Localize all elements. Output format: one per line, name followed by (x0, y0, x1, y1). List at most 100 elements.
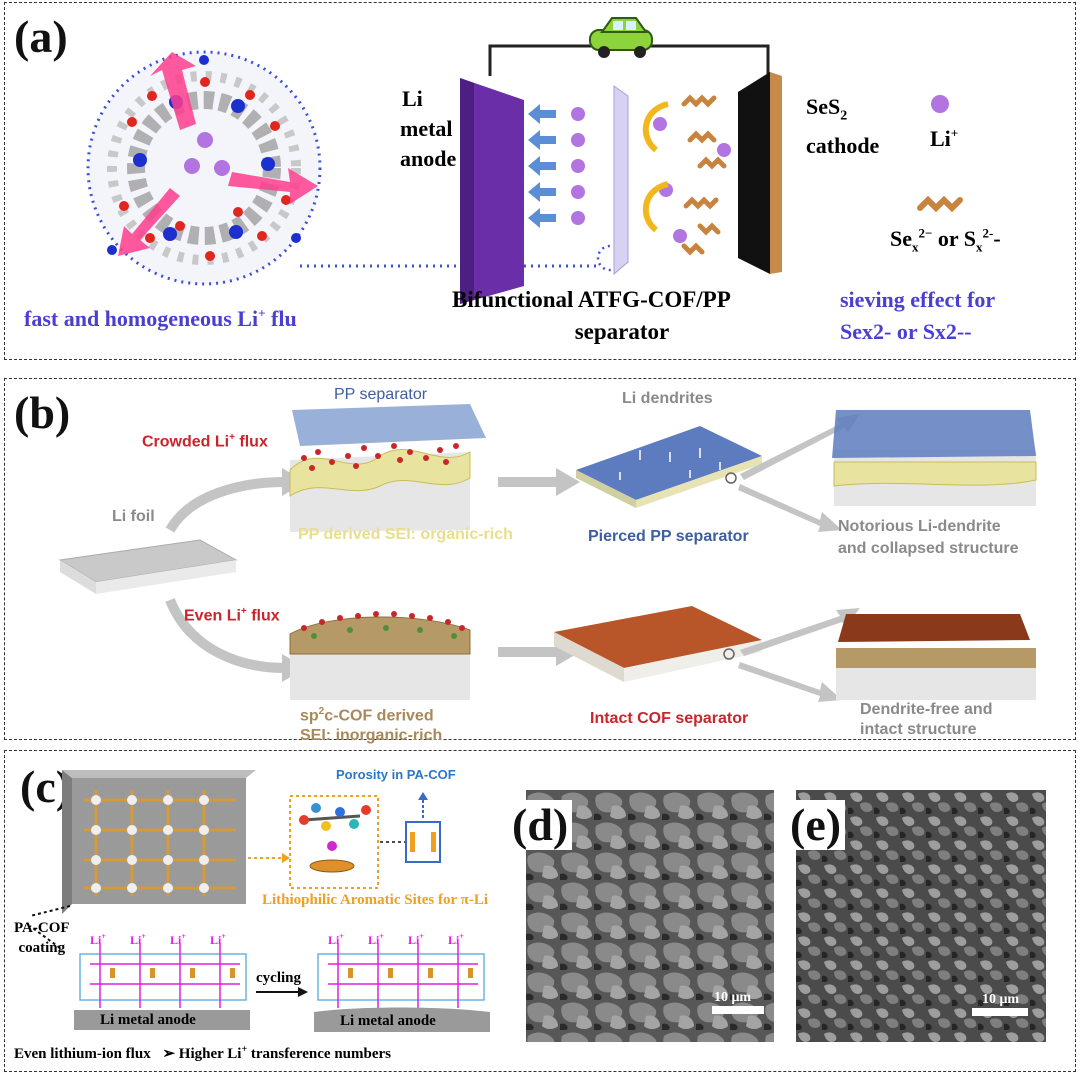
pierced-pp-label: Pierced PP separator (588, 528, 749, 545)
coating-line1: PA-COF (14, 920, 70, 936)
separator-caption: Bifunctional ATFG-COF/PP separator (452, 284, 792, 348)
legend-poly-sub2: x (976, 239, 983, 255)
panel-a-label: (a) (14, 11, 68, 62)
bottom-caption-left: Even lithium-ion flux (14, 1046, 151, 1062)
scale-bar-e-label: 10 μm (982, 992, 1020, 1007)
legend-poly-label: Sex2− or Sx2-- (890, 226, 1001, 255)
li-ion-sup: + (419, 932, 424, 941)
crowded-flux-label: Crowded Li+ flux (142, 432, 268, 452)
cof-sei-block (290, 650, 470, 700)
anode-label-line3: anode (400, 146, 457, 171)
even-flux-tail: flux (246, 607, 280, 625)
sieving-line2: Sex2- or Sx2-- (840, 319, 972, 344)
pp-separator-sheet (292, 404, 486, 446)
legend-li-text: Li (930, 126, 951, 151)
pp-separator-label: PP separator (334, 386, 428, 403)
notorious-label: Notorious Li-dendrite and collapsed stru… (838, 516, 1019, 560)
li-ion-text: Li (328, 933, 340, 947)
notorious-line1: Notorious Li-dendrite (838, 518, 1001, 535)
even-flux-sup: + (240, 606, 247, 617)
flux-schematic-left (74, 944, 250, 1030)
cof-atoms-red (119, 77, 291, 261)
dendrite-marks (619, 448, 721, 480)
cathode-label-sub: 2 (840, 108, 848, 124)
cycling-label: cycling (256, 970, 301, 986)
panel-b-label: (b) (14, 387, 71, 438)
coating-line2: coating (18, 940, 66, 956)
coating-label: PA-COF coating (14, 918, 70, 958)
pierced-pp-plate (576, 426, 762, 500)
li-anode-right (314, 1007, 490, 1032)
cof-sei-text-a: sp (300, 707, 319, 725)
flux-caption-sup: + (258, 305, 266, 321)
anode-label: Li metal anode (400, 84, 456, 174)
li-ion-label-1: Li+ (90, 932, 106, 948)
li-ion-text: Li (130, 933, 142, 947)
li-anode-left (74, 1010, 250, 1030)
li-ion-sup: + (181, 932, 186, 941)
legend-poly-or: or S (932, 226, 977, 251)
cof-grid-nodes (91, 795, 209, 893)
anode-label-line2: metal (400, 116, 453, 141)
cof-sheet-right (838, 614, 1030, 642)
li-ion-text: Li (368, 933, 380, 947)
legend-poly-tail: - (993, 226, 1001, 251)
scale-bar-d-label: 10 μm (714, 990, 752, 1005)
crowded-flux-text: Crowded Li (142, 433, 230, 451)
even-flux-label: Even Li+ flux (184, 606, 280, 626)
cof-sei-line2: SEI: inorganic-rich (300, 727, 443, 745)
intact-structure-block (836, 668, 1036, 700)
legend-poly-sup: 2− (918, 225, 933, 241)
car-icon (589, 17, 653, 58)
li-ion-text: Li (90, 933, 102, 947)
cof-sei-label: sp2c-COF derived SEI: inorganic-rich (300, 702, 442, 746)
li-ion-label-6: Li+ (368, 932, 384, 948)
panel-b (4, 378, 1076, 740)
li-ion-sup: + (221, 932, 226, 941)
legend-poly-text: Se (890, 226, 912, 251)
li-ions-column (571, 107, 731, 243)
flux-schematic-right (314, 944, 490, 1032)
cathode-label-line2: cathode (806, 133, 880, 159)
crowded-li-dots (301, 443, 459, 471)
lithiophilic-label: Lithiophilic Aromatic Sites for π-Li (262, 892, 488, 908)
li-ion-text: Li (408, 933, 420, 947)
panel-e-label: (e) (786, 800, 846, 850)
li-ion-label-3: Li+ (170, 932, 186, 948)
anode-right-label: Li metal anode (340, 1013, 436, 1029)
li-ion-sup: + (459, 932, 464, 941)
cof-particles (311, 625, 457, 639)
pp-sei-label: PP derived SEI: organic-rich (298, 526, 513, 543)
li-ion-label-7: Li+ (408, 932, 424, 948)
anode-left-label: Li metal anode (100, 1012, 196, 1028)
cathode-label-line1: SeS (806, 94, 841, 119)
li-ion-sup: + (141, 932, 146, 941)
coating-pointer (29, 905, 71, 917)
panel-a-graphic (86, 17, 963, 304)
dendrite-free-line1: Dendrite-free and (860, 701, 993, 718)
anode-label-line1: Li (402, 86, 423, 111)
panel-d-label: (d) (508, 800, 573, 850)
li-ion-label-4: Li+ (210, 932, 226, 948)
zoom-marker-top (725, 472, 737, 484)
arrow-foil-bottom (165, 598, 286, 673)
sieving-line1: sieving effect for (840, 287, 996, 312)
cof-sei-sup: 2 (318, 706, 325, 717)
legend-poly-sub: x (912, 239, 919, 255)
separator (613, 85, 629, 276)
li-ion-text: Li (448, 933, 460, 947)
dendrite-free-label: Dendrite-free and intact structure (860, 700, 992, 740)
li-ion-sup: + (379, 932, 384, 941)
li-ion-text: Li (170, 933, 182, 947)
legend-li-label: Li+ (930, 126, 958, 151)
crowded-flux-tail: flux (234, 433, 268, 451)
polysulfide-chains (681, 94, 727, 256)
flux-arrows (118, 52, 318, 256)
porosity-label: Porosity in PA-COF (336, 767, 456, 782)
pp-sheet-right (832, 410, 1036, 458)
molecule-model (299, 803, 371, 873)
zoom-marker-bottom (723, 648, 735, 660)
ion-flux-arrows (528, 104, 556, 228)
even-li-dots (301, 611, 465, 631)
